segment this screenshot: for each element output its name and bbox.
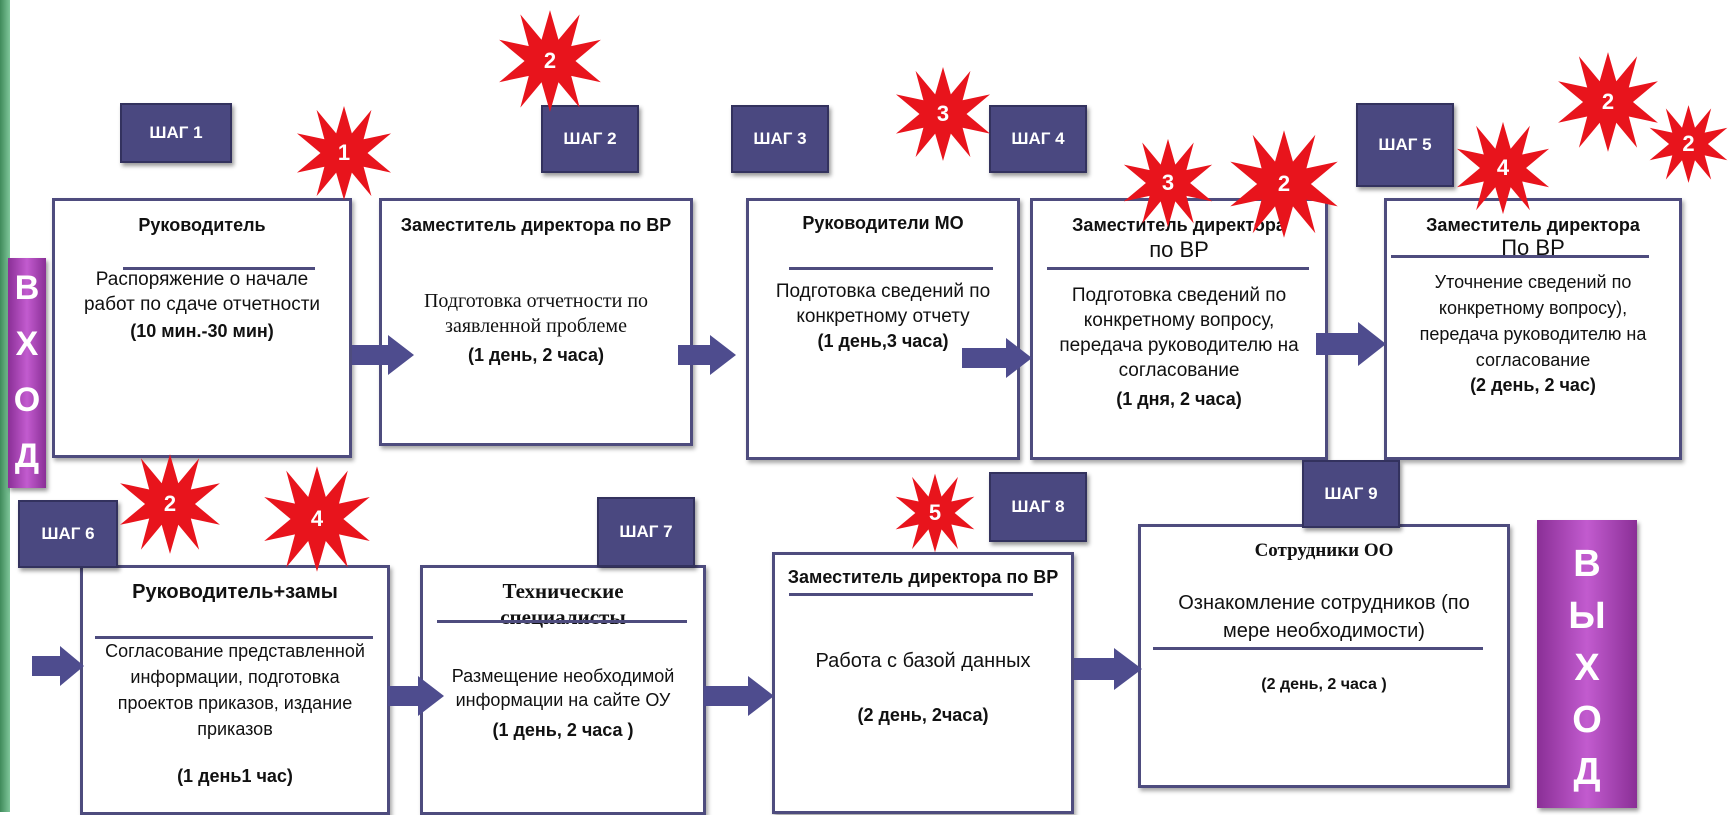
burst-number: 2 bbox=[1682, 131, 1695, 156]
step6-box: Руководитель+замы Согласование представл… bbox=[80, 565, 390, 815]
entry-letter: В bbox=[14, 269, 40, 307]
divider bbox=[1047, 267, 1309, 270]
divider bbox=[95, 636, 373, 639]
starburst-marker: 4 bbox=[1444, 120, 1562, 216]
step2-label: ШАГ 2 bbox=[541, 105, 639, 173]
flow-arrow bbox=[388, 676, 444, 716]
divider bbox=[789, 267, 993, 270]
step4-label: ШАГ 4 bbox=[989, 105, 1087, 173]
box-description: Подготовка сведений по конкретному отчет… bbox=[775, 281, 991, 327]
starburst-marker: 2 bbox=[1216, 128, 1352, 240]
box-description: Работа с базой данных bbox=[815, 650, 1031, 672]
exit-letter: В bbox=[1573, 543, 1601, 585]
flow-arrow bbox=[962, 338, 1032, 378]
step8-box: Заместитель директора по ВР Работа с баз… bbox=[772, 552, 1074, 814]
left-edge-decoration bbox=[0, 0, 10, 812]
starburst-marker: 2 bbox=[116, 452, 224, 556]
box-description: Уточнение сведений по конкретному вопрос… bbox=[1419, 272, 1647, 370]
box-duration: (2 день, 2часа) bbox=[857, 705, 989, 725]
step8-label: ШАГ 8 bbox=[989, 472, 1087, 542]
starburst-marker: 3 bbox=[1122, 134, 1214, 232]
entry-letter: Д bbox=[14, 437, 40, 475]
step7-box: Технические специалисты Размещение необх… bbox=[420, 565, 706, 815]
step5-label: ШАГ 5 bbox=[1356, 103, 1454, 187]
box-title: Заместитель директора по ВР bbox=[400, 215, 672, 235]
exit-letter: О bbox=[1572, 699, 1602, 741]
divider bbox=[1391, 255, 1649, 258]
entry-letter: О bbox=[13, 381, 41, 419]
flow-arrow bbox=[1074, 648, 1142, 690]
box-title: Заместитель директора bbox=[1426, 215, 1640, 235]
burst-number: 4 bbox=[1496, 155, 1510, 180]
exit-letter: Д bbox=[1573, 751, 1601, 793]
divider bbox=[1153, 647, 1483, 650]
burst-number: 4 bbox=[310, 506, 324, 531]
box-title: Технические специалисты bbox=[500, 579, 626, 629]
box-duration: (2 день, 2 час) bbox=[1470, 375, 1596, 395]
burst-number: 2 bbox=[1277, 171, 1291, 196]
flow-arrow bbox=[1316, 322, 1386, 366]
box-duration: (1 день, 2 часа ) bbox=[492, 720, 634, 740]
divider bbox=[789, 593, 1033, 596]
starburst-marker: 2 bbox=[1548, 50, 1668, 154]
step5-box: Заместитель директора По ВР Уточнение св… bbox=[1384, 198, 1682, 460]
box-duration: (1 день, 2 часа) bbox=[467, 345, 605, 365]
starburst-marker: 2 bbox=[487, 8, 613, 114]
burst-number: 2 bbox=[163, 491, 177, 516]
starburst-marker: 2 bbox=[1648, 96, 1729, 192]
starburst-marker: 3 bbox=[894, 62, 992, 166]
box-subtitle: по ВР bbox=[1149, 237, 1209, 262]
step6-label: ШАГ 6 bbox=[18, 500, 118, 568]
step3-label: ШАГ 3 bbox=[731, 105, 829, 173]
box-description: Ознакомление сотрудников (по мере необхо… bbox=[1178, 592, 1470, 642]
box-duration: (1 день,3 часа) bbox=[817, 331, 949, 351]
step1-box: Руководитель Распоряжение о начале работ… bbox=[52, 198, 352, 458]
box-title: Руководитель bbox=[138, 215, 266, 235]
divider bbox=[123, 267, 315, 270]
box-duration: (10 мин.-30 мин) bbox=[130, 321, 274, 341]
box-title: Руководитель+замы bbox=[132, 581, 338, 603]
exit-letter: Х bbox=[1574, 647, 1600, 689]
exit-letter: Ы bbox=[1568, 595, 1606, 637]
box-duration: (2 день, 2 часа ) bbox=[1261, 676, 1387, 693]
step4-box: Заместитель директора по ВР Подготовка с… bbox=[1030, 198, 1328, 460]
step9-box: Сотрудники ОО Ознакомление сотрудников (… bbox=[1138, 524, 1510, 788]
burst-number: 2 bbox=[543, 48, 557, 73]
flow-arrow bbox=[352, 335, 414, 375]
step7-label: ШАГ 7 bbox=[597, 497, 695, 567]
divider bbox=[437, 620, 687, 623]
box-description: Подготовка сведений по конкретному вопро… bbox=[1059, 285, 1299, 381]
box-description: Согласование представленной информации, … bbox=[105, 641, 365, 739]
entry-label: В Х О Д bbox=[8, 258, 46, 488]
starburst-marker: 4 bbox=[256, 464, 378, 574]
box-description: Подготовка отчетности по заявленной проб… bbox=[423, 290, 649, 337]
box-duration: (1 день1 час) bbox=[177, 766, 293, 786]
box-title: Заместитель директора bbox=[1072, 215, 1286, 235]
step1-label: ШАГ 1 bbox=[120, 103, 232, 163]
starburst-marker: 1 bbox=[294, 104, 394, 202]
flow-arrow bbox=[678, 335, 736, 375]
flow-arrow bbox=[32, 646, 84, 686]
burst-number: 3 bbox=[936, 101, 950, 126]
box-description: Размещение необходимой информации на сай… bbox=[451, 666, 675, 710]
starburst-marker: 5 bbox=[894, 466, 976, 560]
box-title: Сотрудники ОО bbox=[1254, 540, 1394, 561]
entry-letter: Х bbox=[15, 325, 39, 363]
step3-box: Руководители МО Подготовка сведений по к… bbox=[746, 198, 1020, 460]
exit-label: В Ы Х О Д bbox=[1537, 520, 1637, 808]
burst-number: 1 bbox=[337, 140, 351, 165]
flow-arrow bbox=[704, 676, 774, 716]
burst-number: 3 bbox=[1161, 170, 1175, 195]
burst-number: 5 bbox=[928, 500, 942, 525]
step2-box: Заместитель директора по ВР Подготовка о… bbox=[379, 198, 693, 446]
box-title: Заместитель директора по ВР bbox=[787, 567, 1059, 587]
box-description: Распоряжение о начале работ по сдаче отч… bbox=[83, 269, 321, 315]
box-duration: (1 дня, 2 часа) bbox=[1116, 389, 1242, 409]
box-title: Руководители МО bbox=[802, 213, 964, 233]
burst-number: 2 bbox=[1601, 89, 1615, 114]
step9-label: ШАГ 9 bbox=[1302, 460, 1400, 528]
